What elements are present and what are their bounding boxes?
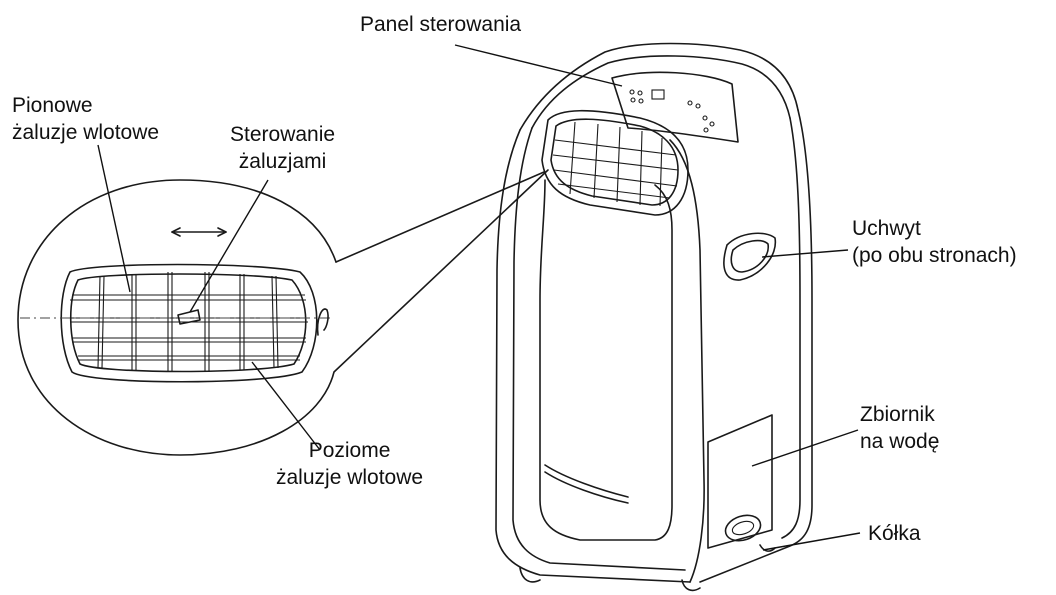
label-handle: Uchwyt (po obu stronach) [852,217,1017,267]
leader-vertical-louvers [97,144,131,293]
leader-wheels [762,532,861,551]
label-vertical-louvers: Pionowe żaluzje wlotowe [12,94,160,144]
leader-horizontal-louvers [251,361,321,451]
leader-lines [97,44,861,551]
leader-louver-control [189,179,269,313]
label-horizontal-louvers: Poziome żaluzje wlotowe [276,439,424,489]
louver-zoom-callout [17,169,549,456]
leader-water-tank [751,429,859,467]
air-conditioner-unit [495,42,813,592]
label-louver-control: Sterowanie żaluzjami [230,123,336,173]
leader-control-panel [454,44,623,87]
label-control-panel: Panel sterowania [360,13,522,36]
leader-handle [761,249,849,258]
label-water-tank: Zbiornik na wodę [860,403,940,453]
label-wheels: Kółka [868,522,921,545]
